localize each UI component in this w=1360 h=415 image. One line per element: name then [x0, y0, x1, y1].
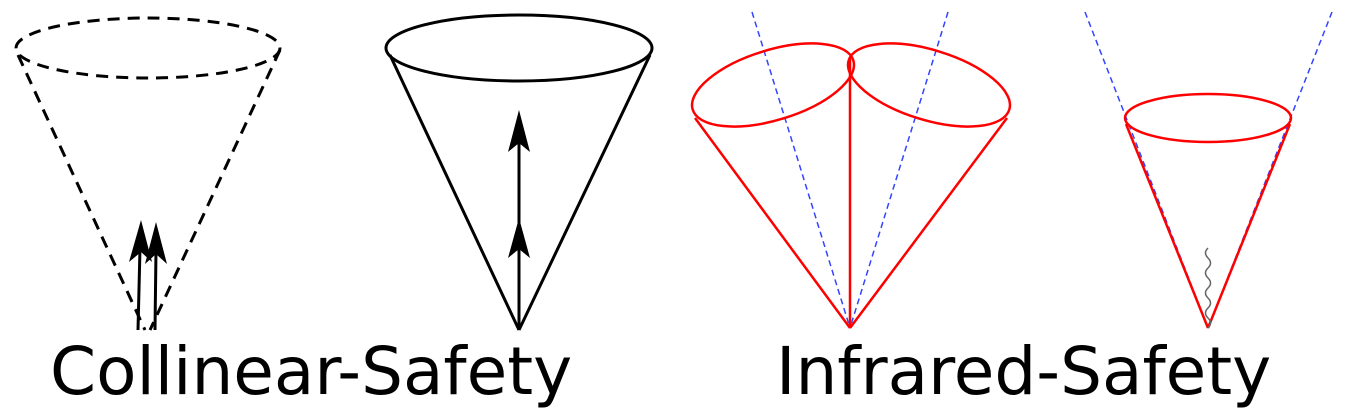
dashed-cone-rim	[14, 16, 282, 80]
solid-cone-left-edge	[388, 54, 521, 331]
dashed-cone-left-edge	[16, 54, 147, 331]
blue-axis-left	[751, 11, 851, 329]
arrowhead-icon	[129, 220, 152, 262]
panel-infrared-safe	[1084, 11, 1333, 329]
solid-cone-right-edge	[517, 54, 652, 331]
dashed-cone-right-edge	[148, 49, 282, 331]
merged-arrow	[508, 110, 530, 330]
red-cone-right-edge	[1206, 123, 1292, 329]
red-cone-rim	[1123, 92, 1293, 144]
panel-infrared-unsafe	[690, 11, 1012, 329]
red-cone-left	[690, 42, 856, 329]
red-cone-right	[846, 42, 1012, 329]
collinear-arrow-left	[129, 220, 152, 331]
caption-infrared-safety: Infrared-Safety	[776, 333, 1272, 410]
red-cone-left-edge	[1124, 123, 1210, 329]
arrowhead-icon	[508, 218, 530, 258]
blue-axis-right	[849, 11, 949, 329]
solid-cone-rim	[384, 13, 654, 83]
soft-gluon-icon	[1204, 247, 1212, 329]
arrowhead-icon	[508, 110, 530, 152]
panel-collinear-safe	[384, 13, 654, 331]
arrowhead-icon	[145, 222, 167, 264]
panel-collinear-unsafe	[14, 16, 282, 331]
caption-collinear-safety: Collinear-Safety	[50, 333, 573, 410]
collinear-arrow-right	[145, 222, 167, 331]
